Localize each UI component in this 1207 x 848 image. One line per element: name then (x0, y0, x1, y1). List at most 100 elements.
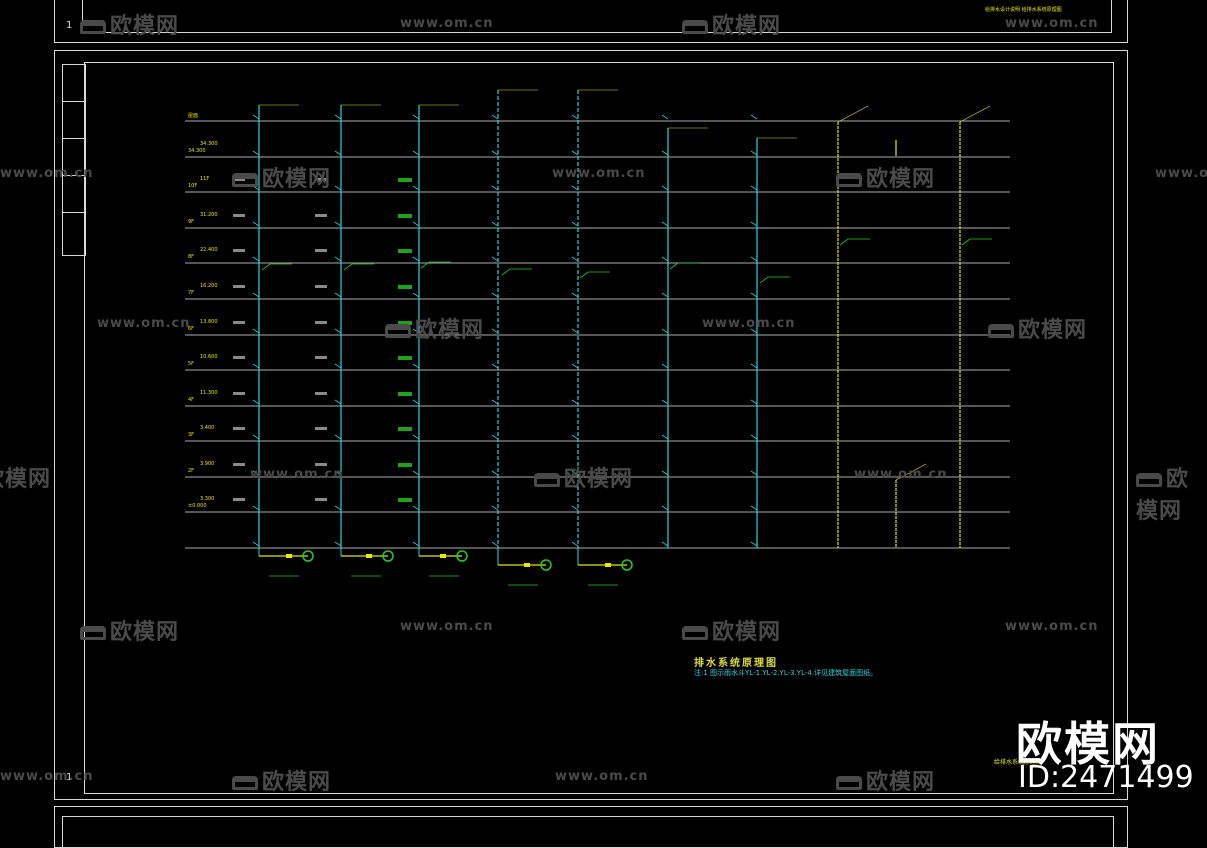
branch-stub (571, 150, 579, 156)
watermark-url: www.om.cn (250, 467, 344, 482)
branch-stub (412, 221, 420, 227)
inspection-well-icon (456, 550, 468, 562)
floor-label: 3F (188, 432, 195, 438)
watermark-brand: 欧模网 (0, 467, 52, 492)
branch-stub (661, 328, 669, 334)
branch-stub (571, 470, 579, 476)
sofa-logo-icon (385, 324, 411, 338)
floor-label: 3.900 (200, 461, 215, 467)
branch-stub (750, 399, 758, 405)
branch-stub (750, 328, 758, 334)
fixture-tag (233, 392, 245, 395)
branch-stub (334, 292, 342, 298)
floor-label: 9F (188, 219, 195, 225)
branch-stub (412, 470, 420, 476)
riser-top-leader (895, 463, 927, 481)
fixture-tag (398, 321, 412, 325)
branch-stub (334, 256, 342, 262)
branch-stub (571, 541, 579, 547)
branch-stub (334, 399, 342, 405)
fixture-tag (315, 498, 327, 501)
fixture-tag (398, 178, 412, 182)
watermark-brand: 欧模网 (836, 161, 935, 193)
branch-stub (661, 470, 669, 476)
floor-label: 4F (188, 397, 195, 403)
sofa-logo-icon (80, 20, 106, 34)
fixture-tag (398, 392, 412, 396)
branch-stub (661, 363, 669, 369)
fixture-tag (315, 214, 327, 217)
branch-stub (571, 185, 579, 191)
title-cell (63, 139, 85, 176)
brand-logo-text: 欧模网 (1016, 717, 1160, 771)
sofa-logo-icon (988, 324, 1014, 338)
branch-stub (750, 185, 758, 191)
page-number-bottom: 1 (66, 772, 73, 783)
branch-stub (571, 114, 579, 120)
branch-stub (661, 185, 669, 191)
fixture-tag (315, 392, 327, 395)
inspection-well-icon (540, 559, 552, 571)
floor-label: 5F (188, 361, 195, 367)
branch-stub (491, 434, 499, 440)
fixture-tag (315, 356, 327, 359)
resource-id: ID:2471499 (1018, 760, 1194, 795)
branch-stub (750, 505, 758, 511)
fixture-tag (315, 463, 327, 466)
fixture-tag (233, 321, 245, 324)
branch-stub (571, 363, 579, 369)
branch-stub (750, 541, 758, 547)
branch-stub (412, 292, 420, 298)
branch-stub (334, 185, 342, 191)
branch-stub (412, 399, 420, 405)
pipe-details (233, 114, 992, 586)
branch-stub (334, 150, 342, 156)
fixture-tag (233, 214, 245, 217)
watermark-brand: 欧模网 (80, 8, 179, 40)
branch-stub (491, 292, 499, 298)
floor-label: 34.300 (188, 148, 206, 154)
valve-icon (524, 563, 530, 567)
fixture-tag (233, 356, 245, 359)
branch-stub (412, 185, 420, 191)
fixture-tag (315, 178, 327, 181)
floor-label: 6F (188, 326, 195, 332)
branch-stub (491, 150, 499, 156)
watermark-url: www.om.cn (1005, 619, 1099, 634)
callout-leader (839, 238, 849, 246)
riser-top-leader (959, 105, 991, 123)
floor-label: 10F (188, 183, 198, 189)
branch-stub (491, 221, 499, 227)
branch-stub (661, 434, 669, 440)
watermark-brand: 欧模网 (682, 8, 781, 40)
watermark-url: www.om.cn (702, 316, 796, 331)
branch-stub (491, 363, 499, 369)
branch-stub (252, 434, 260, 440)
branch-stub (252, 221, 260, 227)
floor-lines (185, 120, 1010, 549)
watermark-url: www.om.cn (400, 16, 494, 31)
branch-stub (252, 328, 260, 334)
valve-icon (366, 554, 372, 558)
fixture-tag (315, 321, 327, 324)
fixture-tag (398, 356, 412, 360)
title-cell (63, 102, 85, 139)
watermark-brand: 欧模网 (232, 764, 331, 796)
watermark-url: www.om.cn (552, 166, 646, 181)
floor-label: 2F (188, 468, 195, 474)
sofa-logo-icon (534, 473, 560, 487)
watermark-brand: 欧模网 (1136, 467, 1190, 524)
branch-stub (750, 363, 758, 369)
branch-stub (252, 363, 260, 369)
fixture-tag (315, 249, 327, 252)
callout-leader (343, 263, 353, 271)
fixture-tag (233, 285, 245, 288)
branch-stub (661, 505, 669, 511)
branch-stub (491, 185, 499, 191)
inspection-well-icon (621, 559, 633, 571)
floor-label: 8F (188, 254, 195, 260)
sofa-logo-icon (682, 20, 708, 34)
fixture-tag (398, 285, 412, 289)
branch-stub (412, 328, 420, 334)
watermark-brand: 欧模网 (836, 764, 935, 796)
